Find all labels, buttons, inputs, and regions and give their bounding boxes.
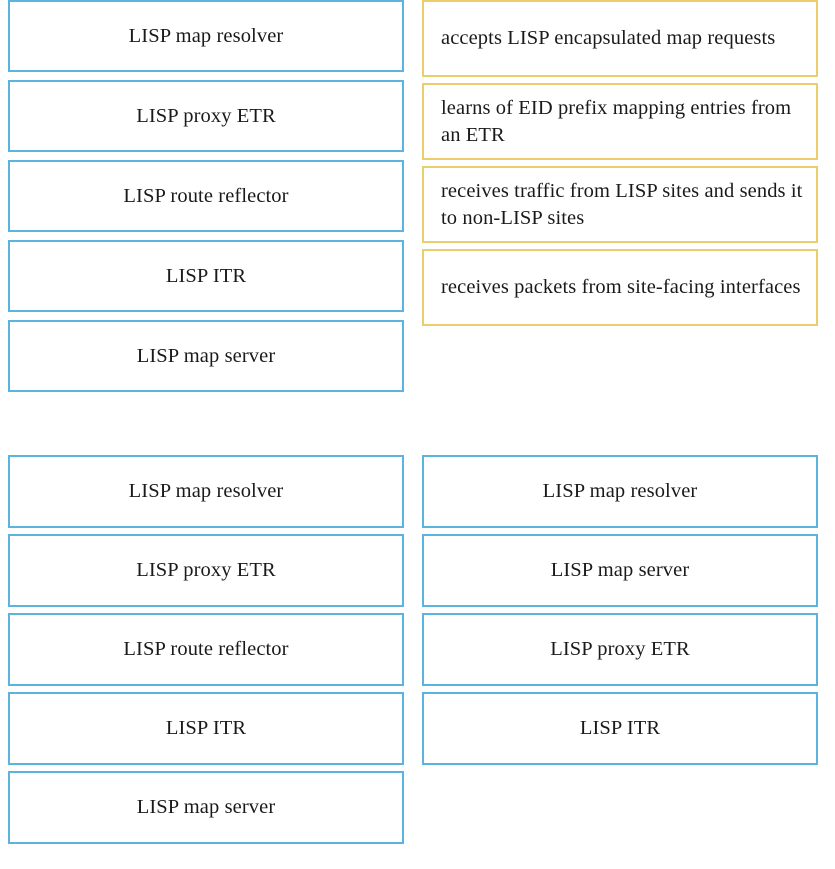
- answer-label: LISP map resolver: [542, 480, 698, 502]
- definition-box[interactable]: receives packets from site-facing interf…: [422, 249, 818, 326]
- top-definitions-column: accepts LISP encapsulated map requests l…: [422, 0, 818, 332]
- definition-label: accepts LISP encapsulated map requests: [441, 27, 776, 49]
- definition-box[interactable]: learns of EID prefix mapping entries fro…: [422, 83, 818, 160]
- term-box[interactable]: LISP map resolver: [8, 455, 404, 528]
- term-box[interactable]: LISP map server: [8, 320, 404, 392]
- answer-box[interactable]: LISP map server: [422, 534, 818, 607]
- definition-label: receives traffic from LISP sites and sen…: [441, 179, 803, 229]
- term-box[interactable]: LISP proxy ETR: [8, 534, 404, 607]
- term-label: LISP route reflector: [123, 184, 289, 207]
- term-label: LISP map server: [136, 344, 276, 367]
- definition-label: receives packets from site-facing interf…: [441, 276, 801, 298]
- answer-label: LISP ITR: [579, 717, 661, 739]
- bottom-answers-column: LISP map resolver LISP map server LISP p…: [422, 455, 818, 771]
- answer-box[interactable]: LISP ITR: [422, 692, 818, 765]
- answer-box[interactable]: LISP map resolver: [422, 455, 818, 528]
- term-label: LISP map resolver: [128, 24, 284, 47]
- term-box[interactable]: LISP ITR: [8, 240, 404, 312]
- answer-box[interactable]: LISP proxy ETR: [422, 613, 818, 686]
- term-box[interactable]: LISP map resolver: [8, 0, 404, 72]
- term-label: LISP proxy ETR: [136, 104, 276, 127]
- term-box[interactable]: LISP route reflector: [8, 613, 404, 686]
- term-box[interactable]: LISP route reflector: [8, 160, 404, 232]
- answer-label: LISP proxy ETR: [550, 638, 690, 660]
- bottom-terms-column: LISP map resolver LISP proxy ETR LISP ro…: [8, 455, 404, 850]
- term-label: LISP ITR: [165, 264, 247, 287]
- term-label: LISP map server: [136, 796, 276, 818]
- definition-label: learns of EID prefix mapping entries fro…: [441, 96, 792, 146]
- term-label: LISP route reflector: [123, 638, 289, 660]
- term-box[interactable]: LISP ITR: [8, 692, 404, 765]
- answer-label: LISP map server: [550, 559, 690, 581]
- term-box[interactable]: LISP map server: [8, 771, 404, 844]
- definition-box[interactable]: accepts LISP encapsulated map requests: [422, 0, 818, 77]
- term-label: LISP proxy ETR: [136, 559, 276, 581]
- term-label: LISP ITR: [165, 717, 247, 739]
- term-box[interactable]: LISP proxy ETR: [8, 80, 404, 152]
- top-terms-column: LISP map resolver LISP proxy ETR LISP ro…: [8, 0, 404, 400]
- definition-box[interactable]: receives traffic from LISP sites and sen…: [422, 166, 818, 243]
- term-label: LISP map resolver: [128, 480, 284, 502]
